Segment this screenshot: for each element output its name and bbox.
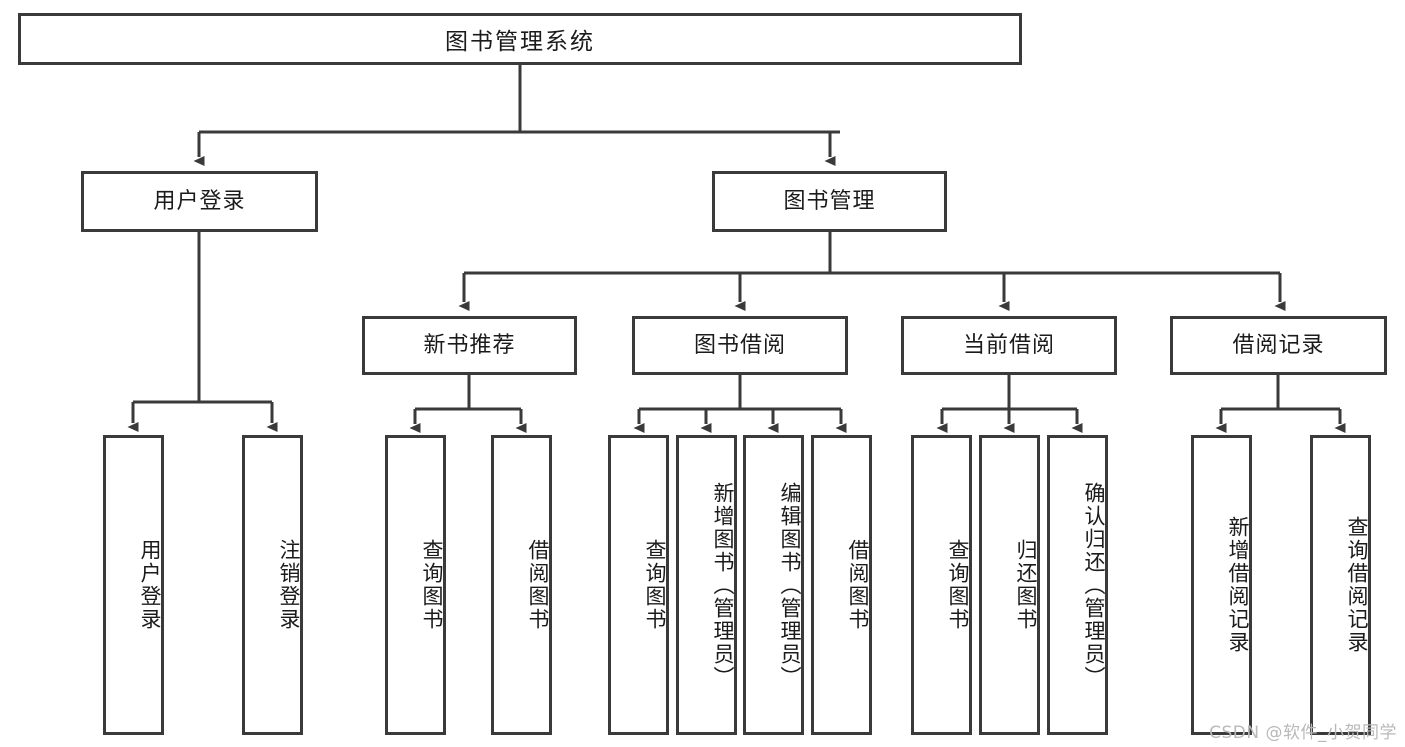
node-leaf-add-borrow-record[interactable]: 新增借阅记录 [1191,435,1252,735]
node-leaf-confirm-return[interactable]: 确认归还（管理员） [1047,435,1108,735]
node-book-manage[interactable]: 图书管理 [712,171,947,232]
node-user-login[interactable]: 用户登录 [81,171,318,232]
node-borrow-record[interactable]: 借阅记录 [1170,316,1387,375]
node-label: 编辑图书（管理员） [778,481,802,689]
node-label: 归还图书 [1014,539,1038,631]
node-leaf-edit-book[interactable]: 编辑图书（管理员） [743,435,804,735]
node-label: 借阅图书 [526,539,550,631]
node-leaf-query-book-borrow[interactable]: 查询图书 [608,435,669,735]
node-label: 新增图书（管理员） [711,481,735,689]
node-label: 查询借阅记录 [1345,516,1369,654]
node-current-borrow[interactable]: 当前借阅 [901,316,1117,375]
node-label: 查询图书 [643,539,667,631]
node-root-system[interactable]: 图书管理系统 [18,13,1022,65]
node-book-borrow[interactable]: 图书借阅 [632,316,848,375]
node-label: 用户登录 [138,539,162,631]
node-label: 注销登录 [277,539,301,631]
node-leaf-logout[interactable]: 注销登录 [242,435,303,735]
node-label: 新增借阅记录 [1226,516,1250,654]
node-leaf-add-book[interactable]: 新增图书（管理员） [676,435,737,735]
node-leaf-borrow-book-rec[interactable]: 借阅图书 [491,435,552,735]
node-new-book-recommend[interactable]: 新书推荐 [362,316,577,375]
node-label: 确认归还（管理员） [1082,481,1106,689]
node-label: 查询图书 [420,539,444,631]
node-label: 借阅图书 [846,539,870,631]
node-leaf-user-login[interactable]: 用户登录 [103,435,164,735]
node-leaf-query-book-current[interactable]: 查询图书 [911,435,972,735]
node-leaf-return-book[interactable]: 归还图书 [979,435,1040,735]
node-leaf-query-borrow-record[interactable]: 查询借阅记录 [1310,435,1371,735]
node-leaf-borrow-book[interactable]: 借阅图书 [811,435,872,735]
node-label: 查询图书 [946,539,970,631]
csdn-watermark: CSDN @软件_小贺同学 [1209,723,1397,743]
node-leaf-query-book-rec[interactable]: 查询图书 [385,435,446,735]
